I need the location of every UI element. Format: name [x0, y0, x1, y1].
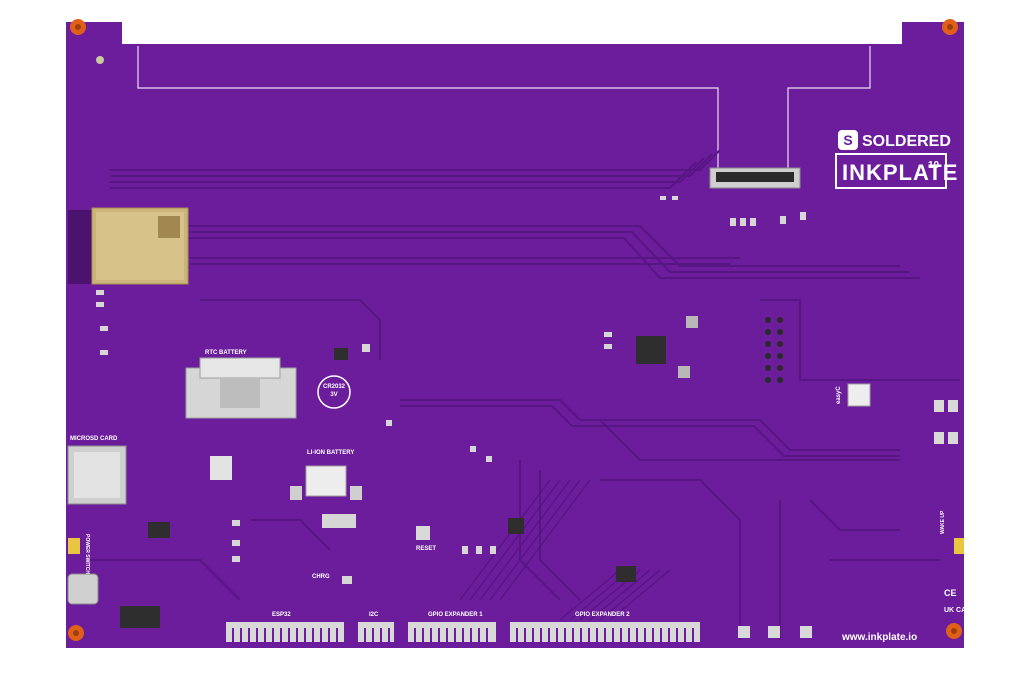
- reset-button: RESET: [416, 526, 436, 552]
- header-pin-gap: [280, 628, 282, 642]
- header-pin-gap: [636, 628, 638, 642]
- gpio-expander-1-label: GPIO EXPANDER 1: [428, 612, 483, 618]
- header-pin-gap: [336, 628, 338, 642]
- easyc-label: easyC: [836, 386, 842, 404]
- header-pin-gap: [422, 628, 424, 642]
- product-label: INKPLATE: [842, 160, 958, 185]
- header-pin-gap: [676, 628, 678, 642]
- header-pin-gap: [438, 628, 440, 642]
- pin-header: [765, 317, 783, 383]
- header-pin-gap: [232, 628, 234, 642]
- header-pin-gap: [486, 628, 488, 642]
- header-pin-gap: [644, 628, 646, 642]
- header-pin-gap: [272, 628, 274, 642]
- header-pin-gap: [304, 628, 306, 642]
- header-pin-gap: [556, 628, 558, 642]
- header-pin-gap: [532, 628, 534, 642]
- wake-up-label: WAKE UP: [940, 510, 946, 534]
- brand-label: SOLDERED: [862, 133, 951, 150]
- header-pin-gap: [540, 628, 542, 642]
- li-ion-label: LI-ION BATTERY: [307, 450, 354, 456]
- rtc-battery-holder: RTC BATTERY: [185, 350, 297, 419]
- wake-up-button: WAKE UP: [940, 510, 964, 554]
- header-pin-gap: [470, 628, 472, 642]
- fpc-connector: [709, 167, 801, 189]
- header-pin-gap: [446, 628, 448, 642]
- header-pin-gap: [328, 628, 330, 642]
- coin-cell-voltage: 3V: [330, 392, 337, 398]
- ics: [120, 336, 666, 628]
- header-pin-gap: [288, 628, 290, 642]
- header-pin-gap: [364, 628, 366, 642]
- header-pin-gap: [524, 628, 526, 642]
- coin-cell-marking: CR2032 3V: [317, 375, 351, 409]
- coin-cell-label: CR2032: [323, 384, 346, 390]
- product-suffix: 10: [928, 160, 940, 171]
- header-pin-gap: [454, 628, 456, 642]
- reset-label: RESET: [416, 546, 436, 552]
- header-pin-gap: [596, 628, 598, 642]
- header-pin-gap: [296, 628, 298, 642]
- display-outline: [137, 46, 871, 170]
- website-label: www.inkplate.io: [841, 632, 917, 643]
- header-pin-gap: [430, 628, 432, 642]
- header-pin-gap: [660, 628, 662, 642]
- header-pin-gap: [620, 628, 622, 642]
- header-pin-gap: [380, 628, 382, 642]
- header-pin-gap: [692, 628, 694, 642]
- inkplate-logo: INKPLATE 10: [835, 153, 958, 189]
- passives: [96, 196, 806, 584]
- gpio-expander-2-label: GPIO EXPANDER 2: [575, 612, 630, 618]
- header-pin-gap: [516, 628, 518, 642]
- usb-c-port: [67, 573, 99, 605]
- easyc-connector: easyC: [836, 383, 871, 407]
- rtc-battery-label: RTC BATTERY: [205, 350, 247, 356]
- header-pin-gap: [564, 628, 566, 642]
- header-pin-gap: [588, 628, 590, 642]
- li-ion-connector: LI-ION BATTERY: [290, 450, 362, 528]
- gpio-header-gaps: [232, 628, 694, 642]
- ukca-mark: UK CA: [944, 607, 966, 614]
- header-pin-gap: [612, 628, 614, 642]
- header-pin-gap: [652, 628, 654, 642]
- header-pin-gap: [320, 628, 322, 642]
- header-pin-gap: [240, 628, 242, 642]
- pcb-traces: [90, 149, 960, 640]
- i2c-header-label: I2C: [369, 612, 379, 618]
- header-pin-gap: [580, 628, 582, 642]
- header-pin-gap: [462, 628, 464, 642]
- header-pin-gap: [604, 628, 606, 642]
- header-pin-gap: [372, 628, 374, 642]
- esp32-module: [68, 207, 189, 285]
- header-pin-gap: [628, 628, 630, 642]
- svg-text:S: S: [843, 132, 852, 148]
- microsd-slot: MICROSD CARD: [67, 436, 127, 505]
- ce-mark: CE: [944, 588, 957, 598]
- soldered-logo: S SOLDERED: [838, 130, 951, 150]
- header-pin-gap: [684, 628, 686, 642]
- header-pin-gap: [572, 628, 574, 642]
- chrg-label: CHRG: [312, 574, 330, 580]
- standoffs: [68, 19, 962, 641]
- header-pin-gap: [388, 628, 390, 642]
- header-pin-gap: [264, 628, 266, 642]
- header-pin-gap: [668, 628, 670, 642]
- header-pin-gap: [256, 628, 258, 642]
- right-pads: [738, 400, 958, 638]
- esp32-header-label: ESP32: [272, 612, 291, 618]
- header-pin-gap: [548, 628, 550, 642]
- header-pin-gap: [478, 628, 480, 642]
- microsd-label: MICROSD CARD: [70, 436, 118, 442]
- header-pin-gap: [248, 628, 250, 642]
- header-pin-gap: [312, 628, 314, 642]
- header-pin-gap: [414, 628, 416, 642]
- power-switch-label: POWER SWITCH: [84, 534, 90, 574]
- power-switch: POWER SWITCH: [68, 534, 90, 574]
